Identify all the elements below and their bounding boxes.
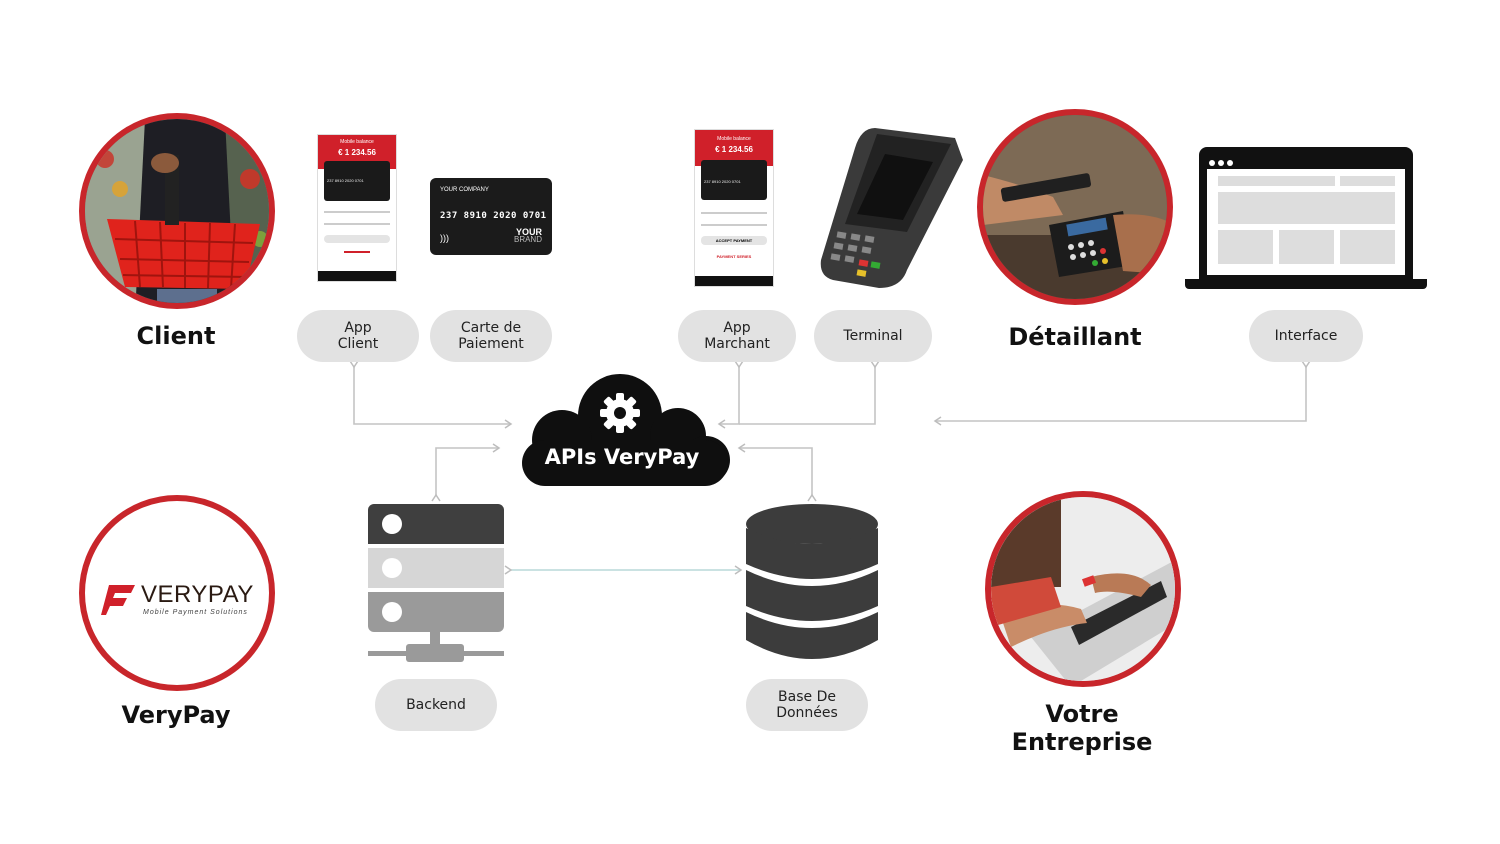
card-brand-1: YOUR: [515, 227, 542, 237]
database-icon: [746, 504, 878, 659]
pill-interface: Interface: [1249, 310, 1363, 362]
pill-backend: Backend: [375, 679, 497, 731]
apis-cloud: [522, 374, 730, 486]
card-company: YOUR COMPANY: [440, 187, 489, 193]
client-phone: Mobile balance € 1 234.56 237 8910 2020 …: [317, 134, 397, 282]
cloud-label: APIs VeryPay: [544, 445, 700, 469]
card-brand-2: BRAND: [513, 235, 542, 244]
merchant-card-number: 237 8910 2020 0701: [704, 179, 741, 184]
phone-balance: € 1 234.56: [338, 148, 376, 157]
payment-card: YOUR COMPANY 237 8910 2020 0701 ))) YOUR…: [430, 178, 552, 255]
client-label: Client: [136, 322, 216, 350]
detaillant-photo: [977, 109, 1173, 305]
arrow-backend: [431, 443, 501, 502]
phone-header: Mobile balance: [340, 139, 374, 145]
card-number: 237 8910 2020 0701: [440, 211, 547, 221]
pill-app-marchant: App Marchant: [678, 310, 796, 362]
entreprise-label: Votre Entreprise: [1011, 700, 1153, 756]
arrow-app-client: [349, 360, 513, 429]
pill-terminal: Terminal: [814, 310, 932, 362]
merchant-accept-button[interactable]: ACCEPT PAYMENT: [701, 236, 767, 245]
detaillant-label: Détaillant: [1008, 323, 1142, 351]
client-photo: [79, 113, 275, 309]
verypay-tagline: Mobile Payment Solutions: [143, 609, 248, 616]
verypay-logo-mark: [101, 585, 135, 615]
verypay-brand: VERYPAY: [141, 581, 254, 608]
payment-terminal: [820, 128, 963, 288]
merchant-phone: Mobile balance € 1 234.56 237 8910 2020 …: [694, 129, 774, 287]
pill-app-client: App Client: [297, 310, 419, 362]
phone-card-number: 237 8910 2020 0701: [327, 178, 364, 183]
server-icon: [368, 504, 504, 666]
gear-icon: [600, 393, 640, 433]
merchant-link[interactable]: PAYMENT SERIES: [716, 254, 752, 259]
entreprise-photo: [985, 491, 1181, 687]
arrow-database: [737, 443, 817, 502]
merchant-phone-header: Mobile balance: [717, 136, 751, 142]
arrow-interface: [933, 360, 1311, 426]
arrow-terminal: [739, 360, 880, 425]
verypay-logo-circle: VERYPAY Mobile Payment Solutions: [79, 495, 275, 691]
verypay-label: VeryPay: [121, 701, 231, 729]
contactless-icon: ))): [440, 233, 449, 243]
pill-carte-paiement: Carte de Paiement: [430, 310, 552, 362]
laptop-icon: [1185, 147, 1427, 291]
pill-base-de-donnees: Base De Données: [746, 679, 868, 731]
merchant-phone-balance: € 1 234.56: [715, 145, 753, 154]
